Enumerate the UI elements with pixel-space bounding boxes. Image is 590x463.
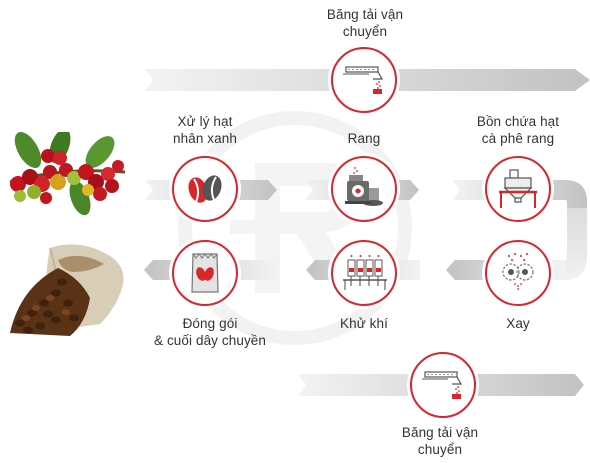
label-packaging: Đóng gói & cuối dây chuyền: [153, 316, 267, 348]
node-storage[interactable]: [485, 156, 551, 222]
label-degas: Khử khí: [339, 316, 388, 331]
node-grind[interactable]: [485, 240, 551, 306]
conveyor-icon: [422, 371, 463, 399]
node-packaging[interactable]: [172, 240, 238, 306]
arrow-bend: [560, 208, 587, 280]
node-degas[interactable]: [331, 240, 397, 306]
degassing-tanks-icon: [343, 255, 387, 290]
label-conveyor-bottom: Băng tải vận chuyển: [401, 425, 479, 457]
node-green-bean[interactable]: [172, 156, 238, 222]
node-conveyor-bottom[interactable]: [410, 352, 476, 418]
coffee-sack-illustration: [10, 244, 124, 336]
label-conveyor-top: Băng tải vận chuyển: [326, 7, 404, 39]
label-grind: Xay: [506, 316, 530, 331]
conveyor-icon: [343, 66, 384, 94]
coffee-cherries-illustration: [9, 132, 126, 216]
roaster-icon: [345, 167, 383, 206]
grinder-icon: [502, 253, 534, 290]
coffee-beans-icon: [188, 175, 222, 203]
silo-icon: [499, 169, 537, 208]
node-roast[interactable]: [331, 156, 397, 222]
coffee-bag-icon: [191, 253, 219, 293]
label-storage: Bồn chứa hạt cà phê rang: [476, 114, 560, 146]
node-conveyor-top[interactable]: [331, 47, 397, 113]
label-roast: Rang: [347, 131, 381, 146]
label-green-bean: Xử lý hạt nhân xanh: [173, 114, 237, 146]
